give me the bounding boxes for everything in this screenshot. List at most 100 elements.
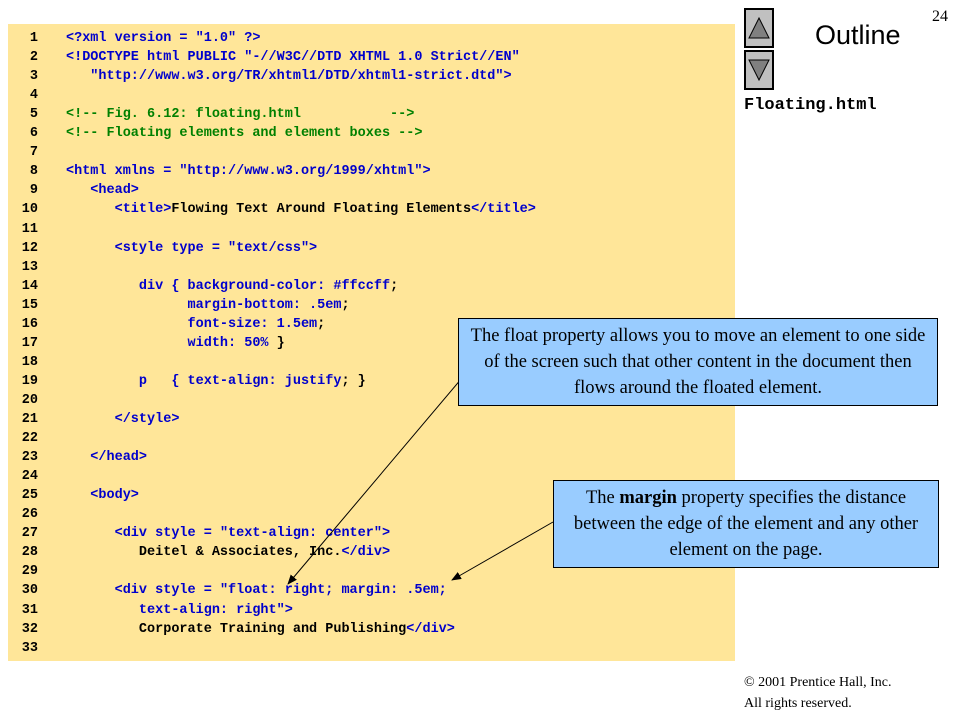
code-text: "http://www.w3.org/TR/xhtml1/DTD/xhtml1-…	[66, 69, 512, 85]
code-token: "text/css"	[228, 240, 310, 256]
code-line: 22	[8, 429, 735, 448]
code-token: Corporate Training and Publishing	[66, 621, 407, 637]
code-line: 4	[8, 86, 735, 105]
code-token: <head>	[66, 183, 139, 199]
code-token: "http://www.w3.org/1999/xhtml"	[179, 164, 423, 180]
code-token: ; }	[341, 373, 366, 389]
code-token: div { background-color:	[66, 278, 334, 294]
margin-callout-keyword: margin	[619, 488, 677, 508]
line-number: 33	[21, 640, 38, 656]
copyright: © 2001 Prentice Hall, Inc. All rights re…	[744, 672, 892, 714]
line-number: 8	[29, 164, 38, 180]
code-line: 33	[8, 639, 735, 658]
line-number: 23	[21, 450, 38, 466]
code-text: width: 50% }	[66, 336, 285, 351]
code-token: <!-- Fig. 6.12: floating.html -->	[66, 107, 415, 123]
code-token: justify	[284, 373, 342, 389]
copyright-line-1: © 2001 Prentice Hall, Inc.	[744, 675, 892, 690]
line-number: 27	[21, 526, 38, 542]
margin-callout-post: property specifies the distance between …	[573, 488, 919, 560]
code-token: margin-bottom:	[66, 297, 310, 313]
previous-slide-button[interactable]	[744, 8, 774, 48]
line-number: 3	[29, 69, 38, 85]
code-text: Corporate Training and Publishing</div>	[66, 622, 455, 637]
line-number: 13	[21, 259, 38, 275]
code-token: text-align: right"	[66, 602, 285, 618]
line-number: 2	[29, 50, 38, 66]
code-token: font-size:	[66, 316, 277, 332]
code-token: >	[422, 164, 431, 180]
code-line: 14 div { background-color: #ffccff;	[8, 277, 735, 296]
code-line: 9 <head>	[8, 181, 735, 200]
slide-number: 24	[932, 8, 948, 25]
code-text: </style>	[66, 412, 180, 427]
code-token: "1.0"	[195, 31, 237, 46]
code-token: ;	[341, 297, 350, 313]
code-line: 15 margin-bottom: .5em;	[8, 296, 735, 315]
file-title: Floating.html	[744, 96, 877, 115]
code-text: <title>Flowing Text Around Floating Elem…	[66, 202, 536, 217]
code-token: </div>	[341, 545, 391, 561]
line-number: 12	[21, 240, 38, 256]
line-number: 6	[29, 126, 38, 142]
code-token: "-//W3C//DTD XHTML 1.0 Strict//EN"	[244, 50, 520, 66]
triangle-up-icon	[748, 16, 770, 39]
code-text: <div style = "float: right; margin: .5em…	[66, 583, 447, 598]
code-line: 23 </head>	[8, 448, 735, 467]
code-token: <?xml version =	[66, 31, 196, 46]
code-line: 5 <!-- Fig. 6.12: floating.html -->	[8, 105, 735, 124]
code-token: <style type =	[66, 240, 229, 256]
code-line: 10 <title>Flowing Text Around Floating E…	[8, 200, 735, 219]
code-token: <div style =	[66, 526, 220, 542]
code-text: <!-- Fig. 6.12: floating.html -->	[66, 107, 414, 122]
line-number: 1	[29, 31, 38, 46]
code-token: "http://www.w3.org/TR/xhtml1/DTD/xhtml1-…	[66, 69, 504, 85]
line-number: 17	[21, 335, 38, 351]
line-number: 29	[21, 564, 38, 580]
line-number: 20	[21, 392, 38, 408]
code-token: </style>	[66, 412, 180, 427]
code-text: </head>	[66, 450, 147, 465]
line-number: 24	[21, 469, 38, 485]
code-token: >	[309, 240, 318, 256]
code-text: <html xmlns = "http://www.w3.org/1999/xh…	[66, 164, 431, 179]
code-text: font-size: 1.5em;	[66, 316, 326, 332]
line-number: 5	[29, 107, 38, 123]
code-token: <body>	[66, 488, 139, 504]
line-number: 19	[21, 373, 38, 389]
line-number: 22	[21, 431, 38, 447]
next-slide-button[interactable]	[744, 50, 774, 90]
code-line: 8 <html xmlns = "http://www.w3.org/1999/x…	[8, 162, 735, 181]
code-text: <head>	[66, 183, 139, 198]
float-callout-text: The float property allows you to move an…	[470, 326, 926, 398]
code-line: 27 <div style = "text-align: center">	[8, 524, 735, 543]
code-line: 16 font-size: 1.5em;	[8, 315, 735, 334]
code-token: >	[381, 526, 391, 542]
code-text: <div style = "text-align: center">	[66, 526, 390, 541]
line-number: 28	[21, 545, 38, 561]
outline-label[interactable]: Outline	[815, 20, 901, 50]
code-token: </div>	[406, 621, 455, 637]
code-text: <?xml version = "1.0" ?>	[66, 31, 260, 46]
code-token: >	[284, 602, 293, 618]
line-number: 10	[21, 202, 38, 218]
copyright-line-2: All rights reserved.	[744, 696, 852, 711]
margin-callout: The margin property specifies the distan…	[553, 480, 939, 568]
line-number: 25	[21, 488, 38, 504]
line-number: 15	[21, 297, 38, 313]
code-line: 20	[8, 391, 735, 410]
code-text: <!-- Floating elements and element boxes…	[66, 126, 422, 141]
code-line: 7	[8, 143, 735, 162]
code-token: .5em	[309, 297, 342, 313]
line-number: 26	[21, 507, 38, 523]
code-token: "text-align: center"	[219, 526, 382, 542]
code-token: #ffccff	[333, 278, 391, 294]
code-line: 24	[8, 467, 735, 486]
code-token: >	[503, 69, 512, 85]
code-text: <body>	[66, 488, 139, 503]
code-line: 30 <div style = "float: right; margin: .…	[8, 581, 735, 600]
code-token: <title>	[66, 202, 172, 218]
line-number: 30	[21, 583, 38, 599]
code-token: <html xmlns =	[66, 164, 180, 180]
